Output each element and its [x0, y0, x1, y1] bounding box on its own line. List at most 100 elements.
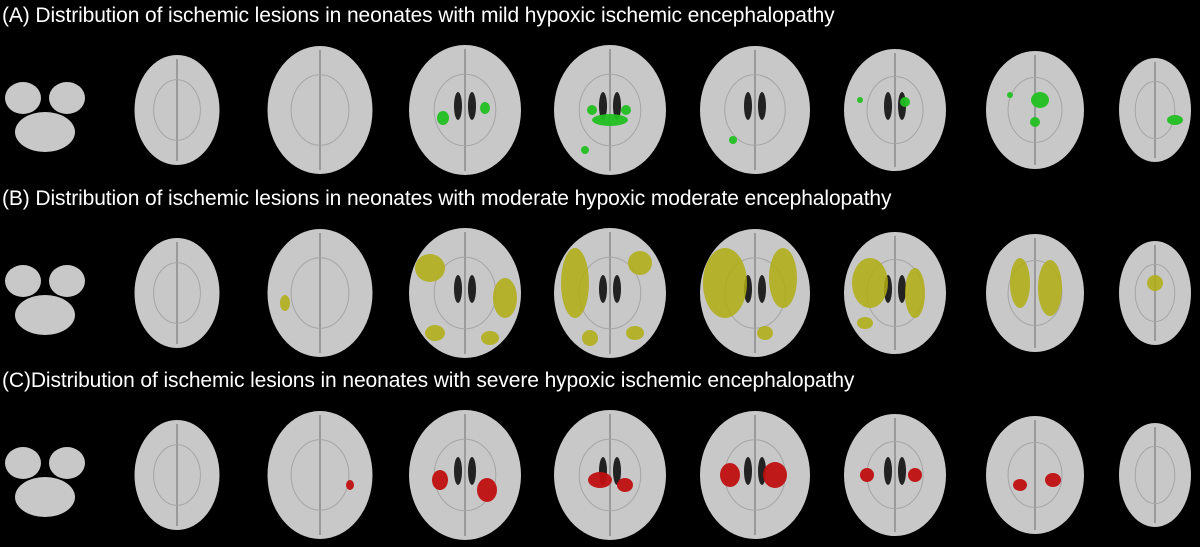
lesion	[1031, 92, 1049, 108]
lesion	[757, 326, 773, 340]
ventricle	[454, 92, 462, 120]
brain-slice	[1119, 423, 1191, 527]
ventricle	[758, 275, 766, 303]
ventricle	[454, 457, 462, 485]
ventricle	[884, 92, 892, 120]
lesion	[720, 463, 740, 487]
brain-slice	[267, 411, 373, 539]
ventricle	[454, 275, 462, 303]
brain-slice	[134, 420, 220, 530]
lesion	[480, 102, 490, 114]
inner-structure	[1134, 263, 1176, 323]
inner-structure	[578, 73, 642, 147]
lesion	[581, 146, 589, 154]
brain-slice	[5, 265, 85, 335]
panel-title: (A) Distribution of ischemic lesions in …	[2, 4, 835, 27]
brain-tissue	[15, 477, 75, 517]
ventricle	[898, 457, 906, 485]
lesion	[703, 248, 747, 318]
brain-slice-row	[5, 45, 1191, 175]
brain-slice-row	[5, 410, 1191, 540]
lesion	[1007, 92, 1013, 98]
lesion	[729, 136, 737, 144]
lesion	[561, 248, 589, 318]
inner-structure	[153, 79, 201, 141]
brain-slice	[409, 410, 521, 540]
brain-slice	[267, 229, 373, 357]
lesion	[1010, 258, 1030, 308]
lesion	[481, 331, 499, 345]
ventricle	[613, 275, 621, 303]
inner-structure	[1134, 80, 1176, 140]
ventricle	[744, 457, 752, 485]
ventricle	[613, 92, 621, 120]
lesion	[617, 478, 633, 492]
brain-slice	[409, 45, 521, 175]
brain-tissue	[5, 265, 41, 297]
lesion	[769, 248, 797, 308]
lesion	[763, 462, 787, 488]
inner-structure	[290, 439, 350, 511]
lesion	[437, 111, 449, 125]
ventricle	[884, 457, 892, 485]
lesion	[857, 317, 873, 329]
lesion	[425, 325, 445, 341]
panel-title: (C)Distribution of ischemic lesions in n…	[2, 369, 855, 392]
inner-structure	[724, 74, 786, 146]
inner-structure	[578, 438, 642, 512]
lesion	[1038, 260, 1062, 316]
lesion	[860, 468, 874, 482]
brain-tissue	[5, 82, 41, 114]
lesion	[1147, 275, 1163, 291]
lesion	[626, 326, 644, 340]
ventricle	[599, 275, 607, 303]
lesion	[588, 472, 612, 488]
brain-slice	[986, 51, 1084, 169]
brain-slice	[986, 234, 1084, 352]
lesion	[857, 97, 863, 103]
brain-slice	[5, 82, 85, 152]
brain-slice	[554, 410, 666, 540]
inner-structure	[153, 262, 201, 324]
brain-tissue	[49, 82, 85, 114]
lesion	[908, 468, 922, 482]
panel-a: (A) Distribution of ischemic lesions in …	[0, 0, 1200, 182]
brain-slice	[134, 238, 220, 348]
inner-structure	[1134, 445, 1176, 505]
ventricle	[468, 92, 476, 120]
ventricle	[599, 92, 607, 120]
lesion	[1030, 117, 1040, 127]
lesion	[1045, 473, 1061, 487]
brain-tissue	[49, 265, 85, 297]
brain-tissue	[15, 295, 75, 335]
ventricle	[744, 92, 752, 120]
brain-slice	[1119, 58, 1191, 162]
lesion	[1167, 115, 1183, 125]
inner-structure	[866, 75, 924, 145]
ventricle	[758, 92, 766, 120]
lesion	[587, 105, 597, 115]
lesion	[900, 97, 910, 107]
brain-tissue	[49, 447, 85, 479]
brain-tissue	[15, 112, 75, 152]
lesion	[621, 105, 631, 115]
brain-slice	[267, 46, 373, 174]
inner-structure	[290, 257, 350, 329]
inner-structure	[1007, 77, 1063, 143]
lesion	[852, 258, 888, 308]
brain-slice	[844, 49, 946, 171]
brain-slice	[1119, 241, 1191, 345]
lesion	[1013, 479, 1027, 491]
brain-slice	[5, 447, 85, 517]
inner-structure	[433, 73, 497, 147]
lesion	[628, 251, 652, 275]
panel-b: (B) Distribution of ischemic lesions in …	[0, 183, 1200, 365]
inner-structure	[1007, 442, 1063, 508]
brain-tissue	[5, 447, 41, 479]
ventricle	[898, 275, 906, 303]
brain-slice	[844, 414, 946, 536]
brain-slice	[700, 46, 810, 174]
lesion	[477, 478, 497, 502]
lesion	[905, 268, 925, 318]
lesion	[432, 470, 448, 490]
